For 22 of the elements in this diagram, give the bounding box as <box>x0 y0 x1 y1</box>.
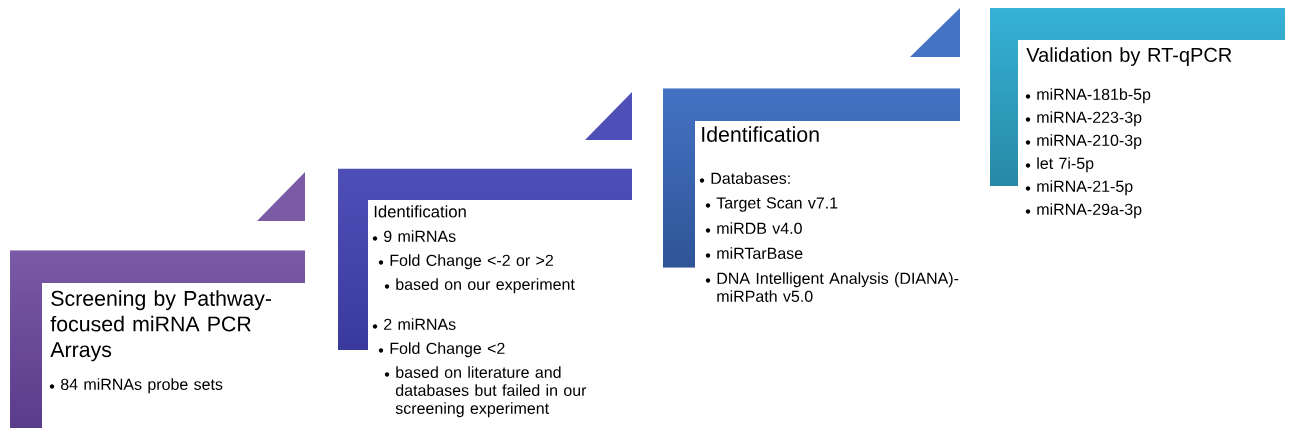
bullet-item: let 7i-5p <box>1025 157 1094 173</box>
bullet-item: miRDB v4.0 <box>705 222 802 234</box>
step-heading: Identification <box>374 205 466 218</box>
bullet-item: miRNA-21-5p <box>1025 180 1133 196</box>
bullet-item: DNA Intelligent Analysis (DIANA)-miRPath v5.0 <box>705 272 959 302</box>
bullet-item: Fold Change <2 <box>378 342 505 358</box>
bullet-item: based on our experiment <box>384 278 575 294</box>
bullet-item: miRTarBase <box>705 247 803 259</box>
bullet-item: miRNA-181b-5p <box>1025 88 1151 104</box>
bullet-item: miRNA-29a-3p <box>1025 203 1142 219</box>
bullet-item: miRNA-223-3p <box>1025 111 1142 127</box>
bullet-item: Fold Change <-2 or >2 <box>378 254 553 270</box>
bullet-item: based on literature and databases but failed in our screening experiment <box>384 366 587 418</box>
bullet-item: miRNA-210-3p <box>1025 134 1142 150</box>
bullet-item: Databases: <box>699 172 790 184</box>
step-heading: Validation by RT-qPCR <box>1026 47 1232 66</box>
step-heading: Screening by Pathway-focused miRNA PCR Arrays <box>50 290 271 362</box>
bullet-item: Target Scan v7.1 <box>705 197 838 212</box>
bullet-item: 9 miRNAs <box>372 230 456 242</box>
step-heading: Identification <box>702 126 819 142</box>
bullet-item: 2 miRNAs <box>372 318 456 330</box>
bullet-item: 84 miRNAs probe sets <box>49 378 223 394</box>
